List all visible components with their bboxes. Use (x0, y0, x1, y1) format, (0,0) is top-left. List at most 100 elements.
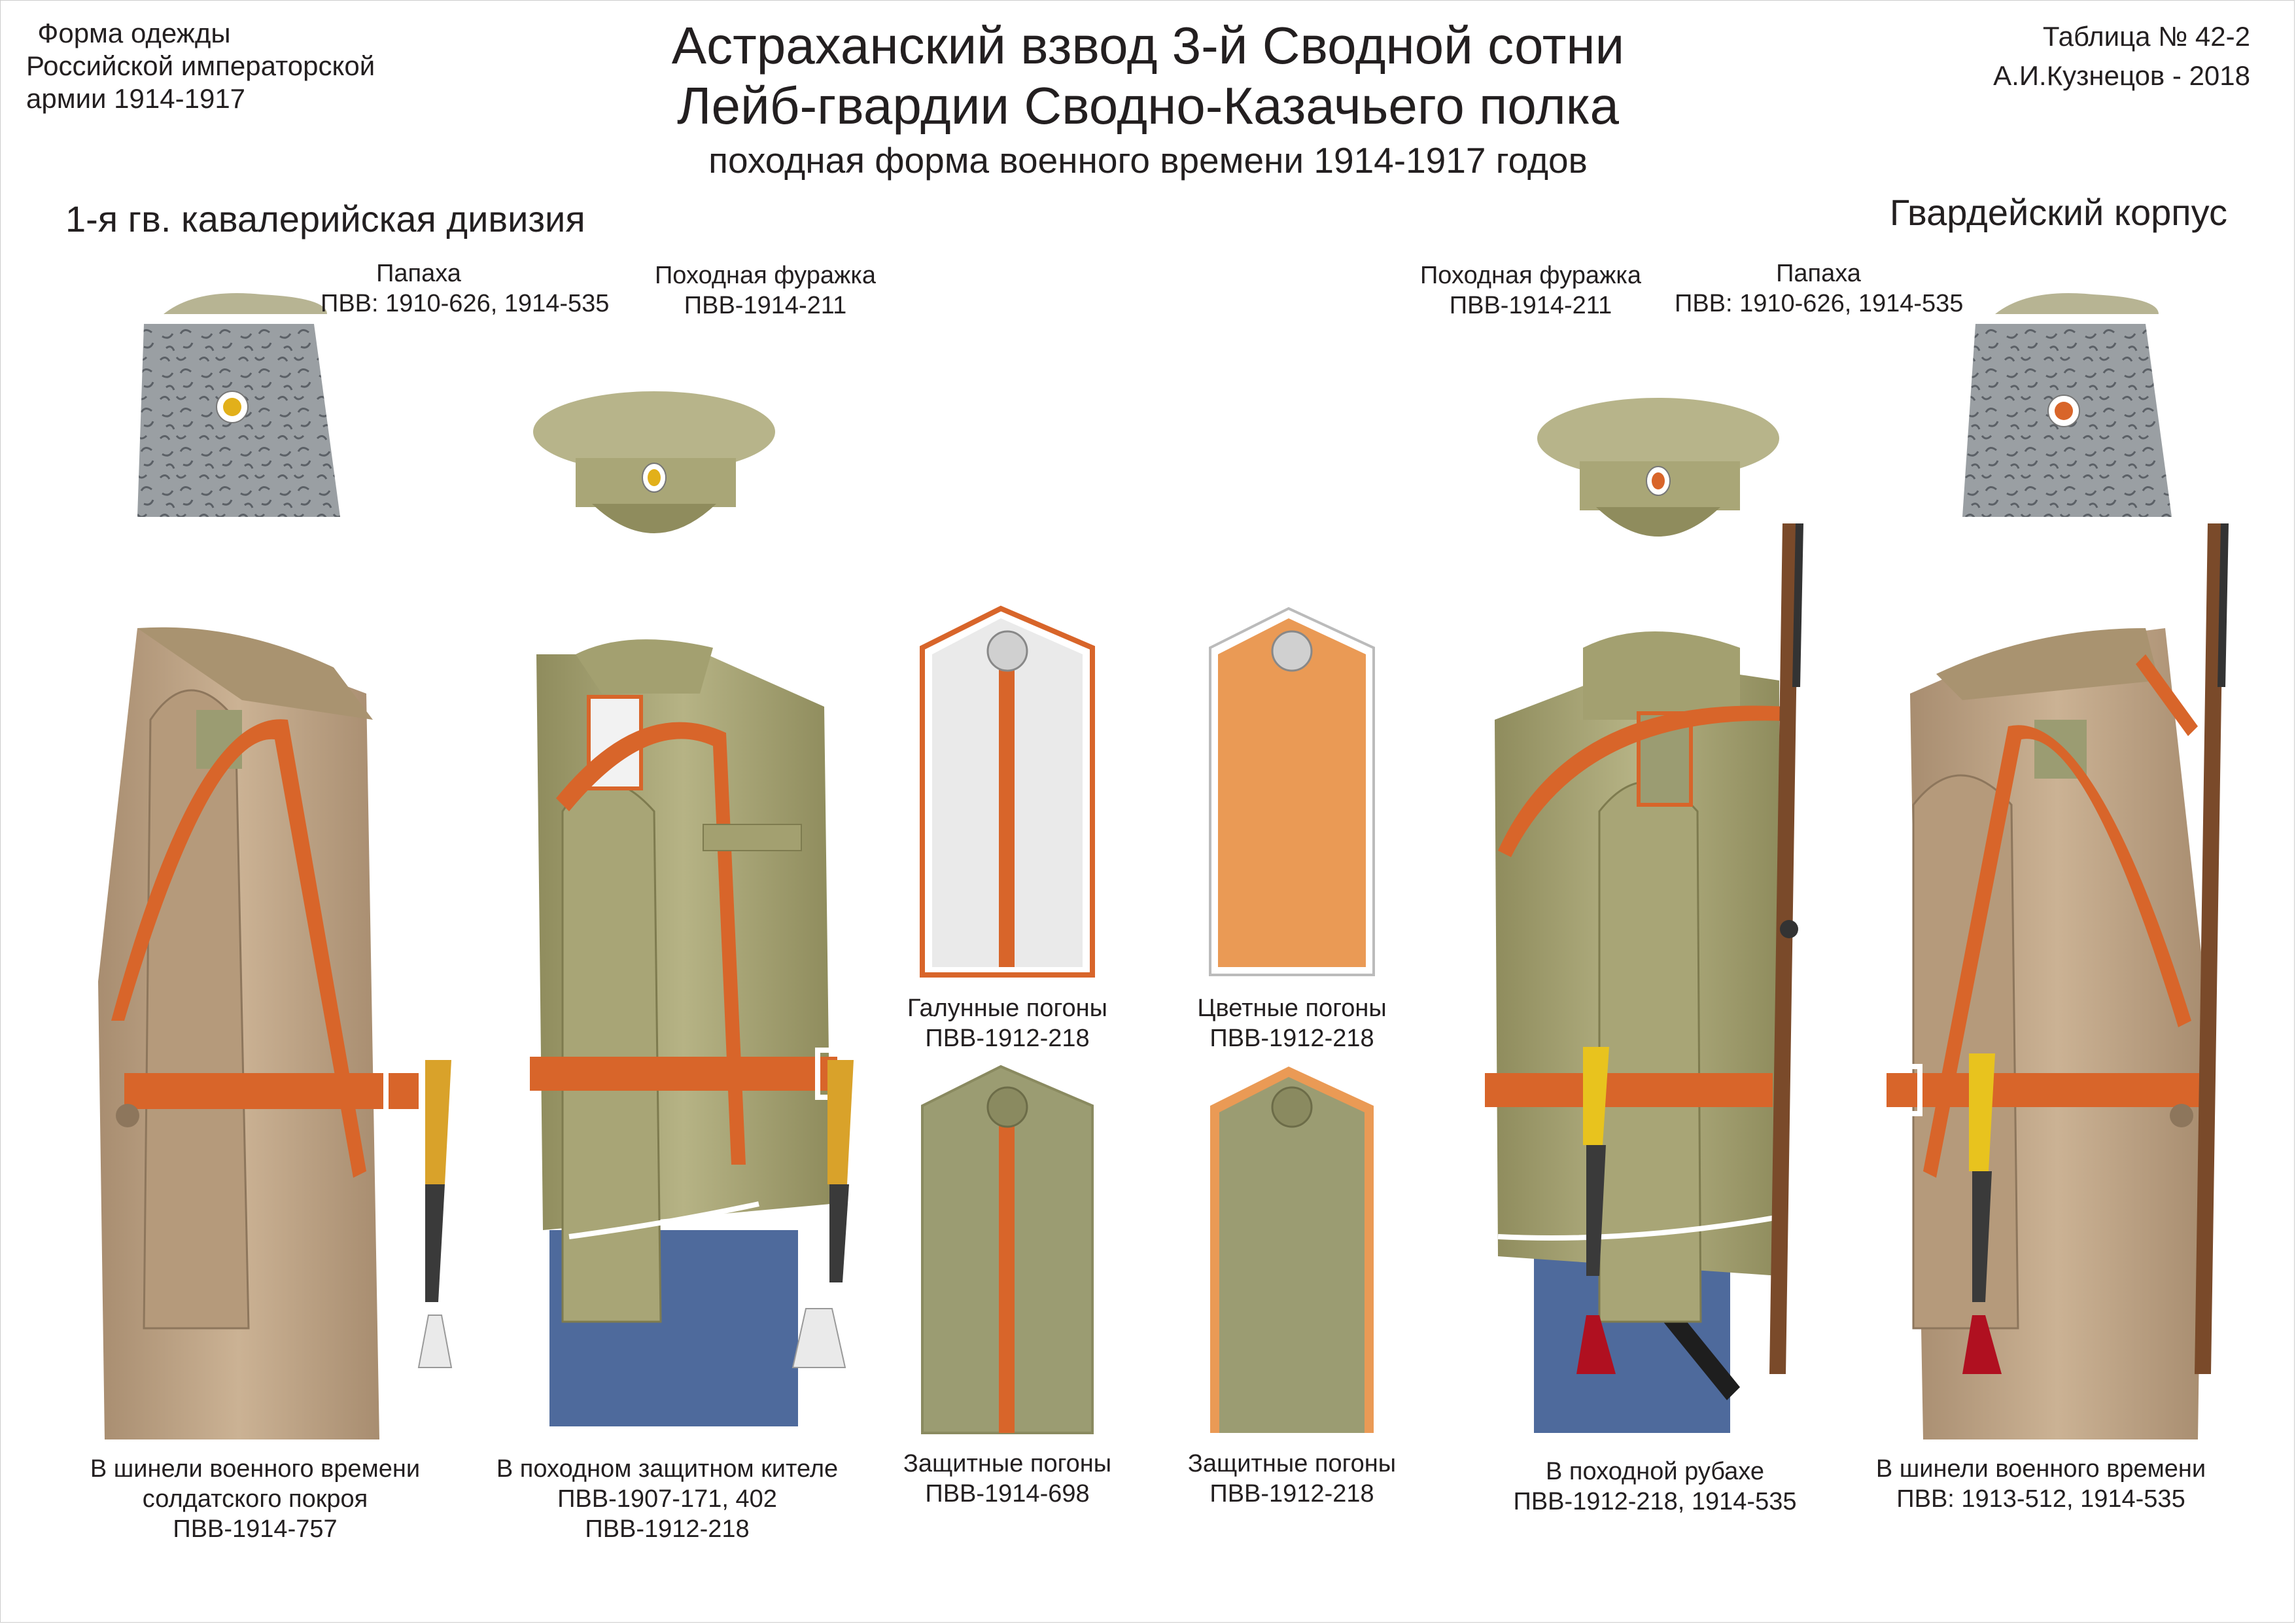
corps-label: Гвардейский корпус (1889, 192, 2227, 233)
left-papakha-code: ПВВ: 1910-626, 1914-535 (321, 290, 610, 317)
shoulder-strap (111, 719, 366, 1178)
caption-figure-2: В походном защитном кителе ПВВ-1907-171,… (484, 1454, 850, 1544)
right-cap-illustration (1537, 398, 1779, 537)
rifle-barrel (2218, 523, 2229, 687)
rifle-stock (2195, 523, 2224, 1374)
left-papakha-title: Папаха (376, 260, 461, 287)
rifle-bolt-icon (1780, 920, 1798, 938)
caption-line: В шинели военного времени (1875, 1455, 2206, 1483)
caption-line: В походном защитном кителе (496, 1455, 839, 1483)
saber-scabbard (1972, 1171, 1992, 1302)
right-papakha-code: ПВВ: 1910-626, 1914-535 (1675, 290, 1964, 317)
author-year: А.И.Кузнецов - 2018 (1993, 60, 2250, 91)
rifle-sling (2136, 654, 2198, 736)
shoulder-strap (556, 722, 746, 1165)
shoulder-board-protective-1912 (1210, 1067, 1374, 1433)
series-caption-line1: Форма одежды (37, 18, 231, 48)
series-caption-line3: армии 1914-1917 (26, 83, 246, 114)
right-papakha-label: Папаха ПВВ: 1910-626, 1914-535 (1675, 258, 1964, 319)
shoulder-board-protective-1914 (921, 1065, 1094, 1434)
board-stripe (999, 654, 1015, 967)
cap-crown (1537, 398, 1779, 479)
saber-hilt (425, 1060, 451, 1184)
caption-line: ПВВ-1907-171, 402 (557, 1485, 777, 1513)
caption-figure-4: В шинели военного времени ПВВ: 1913-512,… (1858, 1454, 2224, 1514)
shirt-sleeve (1598, 781, 1702, 1323)
cap-visor (1596, 507, 1720, 537)
board-title: Защитные погоны (903, 1450, 1112, 1477)
board-code: ПВВ-1914-698 (925, 1480, 1090, 1508)
page-title-line1: Астраханский взвод 3-й Сводной сотни (671, 16, 1625, 75)
saber-scabbard (829, 1184, 849, 1282)
greatcoat-sleeve (143, 689, 250, 1330)
shoulder-board-galloon (920, 605, 1095, 978)
caption-line: ПВВ-1912-218 (585, 1515, 750, 1543)
coat-button (116, 1104, 139, 1127)
board-title: Галунные погоны (907, 995, 1107, 1022)
board-title: Цветные погоны (1197, 995, 1387, 1022)
eagle-button-icon (986, 1086, 1028, 1128)
caption-line: В походной рубахе (1545, 1458, 1764, 1485)
eagle-button-icon (986, 630, 1028, 672)
figure-tunic (530, 639, 856, 1426)
waist-belt (1485, 1073, 1773, 1107)
waist-belt (124, 1073, 419, 1109)
cuff-piping (1497, 1214, 1780, 1241)
caption-figure-1: В шинели военного времени солдатского по… (72, 1454, 438, 1544)
caption-line: солдатского покроя (142, 1485, 368, 1513)
board-code: ПВВ-1912-218 (1209, 1025, 1374, 1052)
chest-pocket (703, 824, 802, 851)
left-papakha-label: Папаха ПВВ: 1910-626, 1914-535 (321, 258, 610, 319)
tunic-sleeve (561, 781, 662, 1323)
sword-knot-tassel (791, 1308, 846, 1368)
page-subtitle: походная форма военного времени 1914-191… (708, 140, 1588, 181)
caption-line: ПВВ-1912-218, 1914-535 (1513, 1488, 1797, 1515)
shoulder-board-colored (1209, 607, 1375, 976)
caption-line: В шинели военного времени (90, 1455, 421, 1483)
rifle-barrel (1792, 523, 1803, 687)
cap-cockade-center (648, 469, 661, 486)
page-title-line2: Лейб-гвардии Сводно-Казачьего полка (676, 77, 1620, 135)
left-papakha-illustration (137, 293, 340, 517)
caption-line: ПВВ: 1913-512, 1914-535 (1896, 1485, 2185, 1513)
cap-cockade-center (1652, 472, 1665, 489)
board-code: ПВВ-1912-218 (925, 1025, 1090, 1052)
greatcoat-collar (1936, 628, 2159, 700)
shirt-collar (1583, 631, 1740, 720)
cap-visor (592, 504, 716, 533)
saber-scabbard (1586, 1145, 1606, 1276)
waist-belt (1884, 1073, 2204, 1107)
division-label: 1-я гв. кавалерийская дивизия (65, 198, 585, 239)
shoulder-strap (1498, 705, 1786, 857)
board-field (1219, 1077, 1365, 1433)
left-cap-illustration (533, 391, 775, 533)
papakha-top (164, 293, 327, 314)
shoulder-strap (1923, 725, 2191, 1178)
right-cap-title: Походная фуражка (1419, 262, 1641, 289)
cockade-center (2055, 402, 2073, 420)
right-cap-code: ПВВ-1914-211 (1449, 292, 1612, 319)
board-field (1218, 618, 1366, 967)
left-cap-title: Походная фуражка (654, 262, 876, 289)
sword-knot-tassel (417, 1315, 453, 1368)
board-stripe (999, 1106, 1015, 1433)
waist-belt (530, 1057, 837, 1091)
table-info: Таблица № 42-2 А.И.Кузнецов - 2018 (1993, 17, 2250, 96)
figure-greatcoat-left (98, 627, 453, 1439)
caption-figure-3: В походной рубахе ПВВ-1912-218, 1914-535 (1472, 1456, 1838, 1517)
right-papakha-title: Папаха (1776, 260, 1861, 287)
left-cap-code: ПВВ-1914-211 (684, 292, 847, 319)
saber-hilt (1969, 1053, 1995, 1171)
board-label-protective-1912: Защитные погоны ПВВ-1912-218 (1155, 1449, 1429, 1509)
board-label-colored: Цветные погоны ПВВ-1912-218 (1155, 993, 1429, 1053)
button-icon (1271, 1086, 1313, 1128)
board-label-protective-1914: Защитные погоны ПВВ-1914-698 (870, 1449, 1145, 1509)
figure-greatcoat-right (1881, 523, 2229, 1439)
right-papakha-illustration (1962, 293, 2172, 517)
greatcoat-collar (137, 627, 373, 720)
cuff-piping (568, 1201, 759, 1239)
board-title: Защитные погоны (1187, 1450, 1397, 1477)
coat-button (2170, 1104, 2193, 1127)
eagle-button-icon (1271, 630, 1313, 672)
greatcoat-sleeve (1912, 774, 2019, 1330)
